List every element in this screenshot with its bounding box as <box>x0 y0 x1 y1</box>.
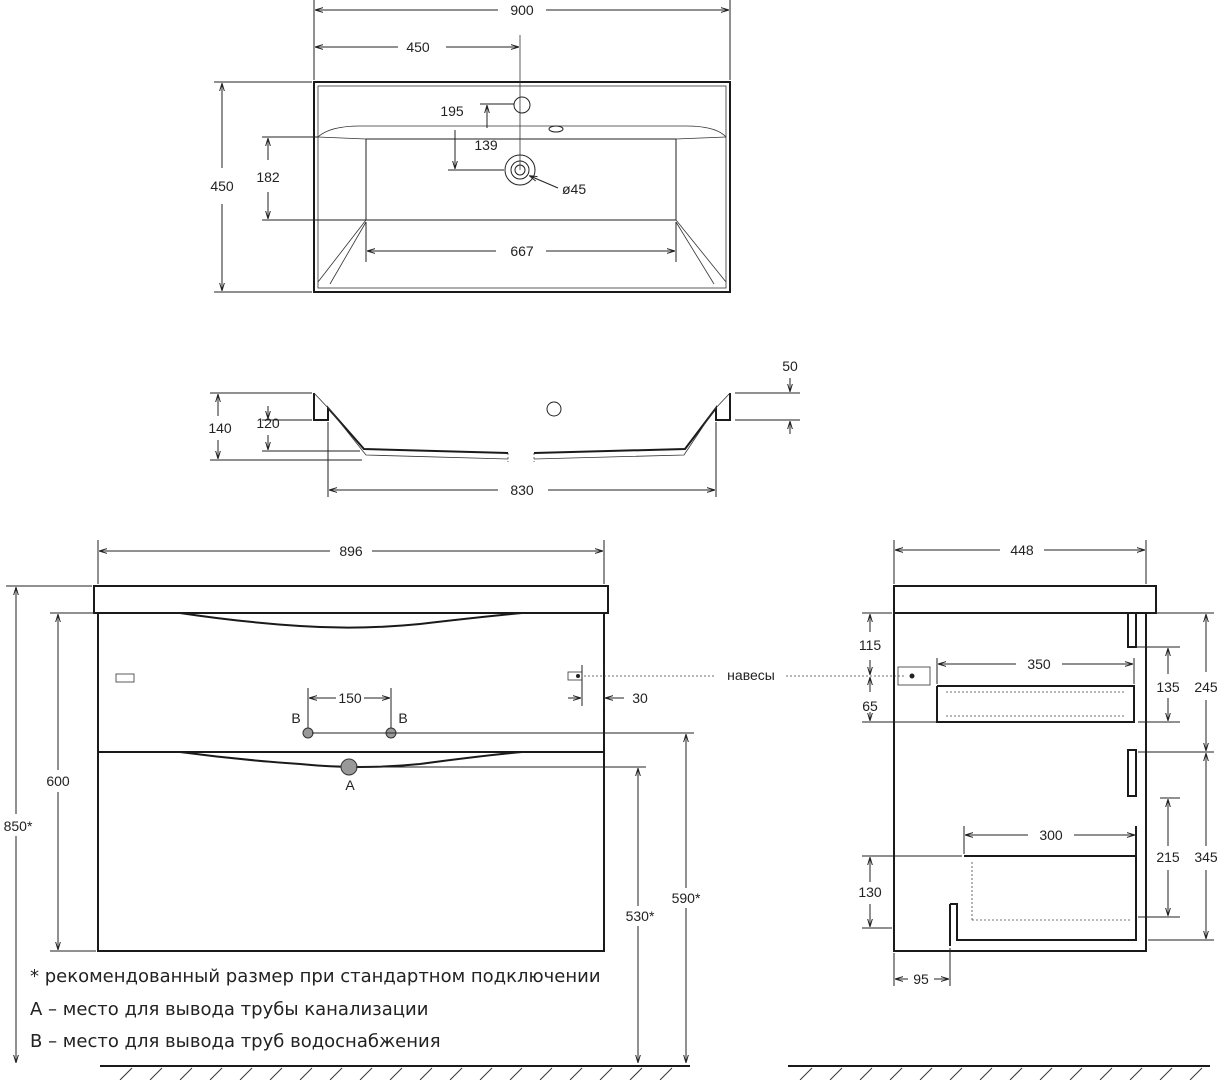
dim-lower-drawer-offset: 130 <box>858 884 882 900</box>
floor-hatch <box>119 1067 673 1080</box>
label-b-right: B <box>398 710 407 726</box>
dim-upper-section: 245 <box>1194 679 1218 695</box>
dim-drain-diameter: ø45 <box>562 181 586 197</box>
legend: * рекомендованный размер при стандартном… <box>26 960 618 1058</box>
section-view: 50 140 120 830 <box>208 358 800 498</box>
drain-pipe-icon <box>340 758 358 776</box>
hinge-icon <box>897 666 931 686</box>
dim-depth: 450 <box>210 178 234 194</box>
legend-note-b: В – место для вывода труб водоснабжения <box>30 1031 441 1052</box>
front-view: 896 850* 600 150 B B A 30 590* <box>4 540 904 1080</box>
dim-hinge-gap: 65 <box>862 698 878 714</box>
top-view: 900 450 450 182 195 139 ø45 667 <box>210 0 731 293</box>
dim-supply-height: 590* <box>672 890 701 906</box>
overflow-icon <box>548 125 564 133</box>
dim-drain-offset: 139 <box>474 137 498 153</box>
floor-hatch <box>799 1067 1203 1080</box>
dim-lower-section: 345 <box>1194 849 1218 865</box>
dim-lower-drawer-inner: 215 <box>1156 849 1180 865</box>
side-view: 448 115 65 350 135 245 300 <box>788 540 1218 1080</box>
dim-cabinet-height: 600 <box>46 773 70 789</box>
dim-rim-height: 50 <box>782 358 798 374</box>
dim-bowl-depth: 182 <box>256 169 280 185</box>
tap-hole-icon <box>546 401 562 417</box>
legend-note-asterisk: * рекомендованный размер при стандартном… <box>30 966 601 987</box>
dim-upper-drawer-depth: 350 <box>1027 656 1051 672</box>
dim-total-height: 140 <box>208 420 232 436</box>
dim-upper-drawer-inner: 135 <box>1156 679 1180 695</box>
legend-note-a: А – место для вывода трубы канализации <box>30 999 428 1020</box>
dim-pipe-spacing: 150 <box>338 690 362 706</box>
dim-half-width: 450 <box>406 39 430 55</box>
hinge-icon <box>115 673 135 683</box>
tap-hole-icon <box>513 96 531 114</box>
label-b-left: B <box>291 710 300 726</box>
dim-bowl-height: 120 <box>256 415 280 431</box>
dim-front-width: 896 <box>339 543 363 559</box>
dim-tap-offset: 195 <box>440 103 464 119</box>
hinge-label: навесы <box>727 667 775 683</box>
dim-bowl-width: 667 <box>510 243 534 259</box>
label-a: A <box>345 777 355 793</box>
supply-pipe-icon <box>302 727 314 739</box>
dim-lower-drawer-depth: 300 <box>1039 827 1063 843</box>
dim-bottom-offset: 95 <box>913 971 929 987</box>
dim-top-offset: 115 <box>859 637 882 653</box>
dim-hinge-offset: 30 <box>632 690 648 706</box>
dim-total-height: 850* <box>4 818 33 834</box>
dim-bowl-length: 830 <box>510 482 534 498</box>
dim-overall-width: 900 <box>510 2 534 18</box>
dim-side-depth: 448 <box>1010 542 1034 558</box>
dim-drain-height: 530* <box>626 908 655 924</box>
